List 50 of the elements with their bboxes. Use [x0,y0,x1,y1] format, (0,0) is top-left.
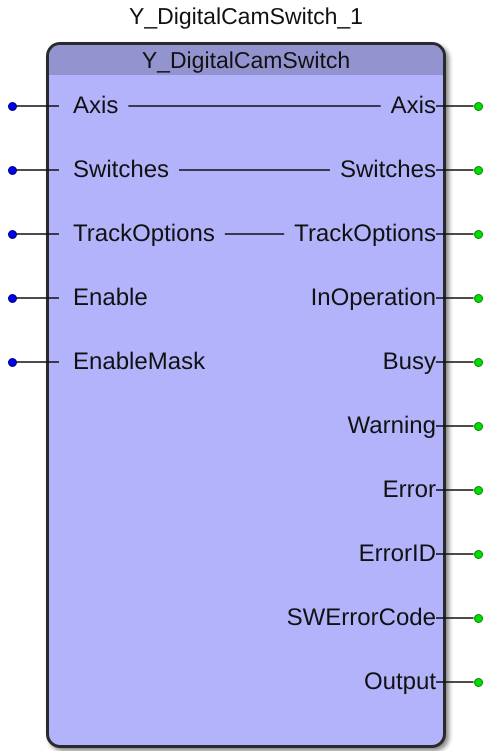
connector-line [436,105,474,107]
connector-line [16,233,59,235]
input-pin-label: EnableMask [59,348,206,376]
output-connector-dot [474,230,482,238]
connector-line [436,233,474,235]
output-pin-label: Output [364,668,436,696]
input-connector-dot [8,102,16,110]
input-pin-label: Axis [59,92,118,120]
input-pin-label: Enable [59,284,148,312]
output-pin-label: Switches [340,156,436,184]
output-connector-dot [474,294,482,302]
output-pin-label: Warning [348,412,436,440]
output-connector-dot [474,550,482,558]
input-pin-label: TrackOptions [59,220,215,248]
output-pin-label: Error [382,476,436,504]
input-connector-dot [8,166,16,174]
connector-line [436,169,474,171]
input-pin-label: Switches [59,156,170,184]
connector-line [16,169,59,171]
input-connector-dot [8,294,16,302]
output-pin-label: Busy [382,348,436,376]
output-pin-label: TrackOptions [294,220,436,248]
output-pin-label: SWErrorCode [286,604,436,632]
connector-line [224,233,284,235]
input-connector-dot [8,230,16,238]
output-connector-dot [474,678,482,686]
output-connector-dot [474,358,482,366]
connector-line [436,425,474,427]
connector-line [436,489,474,491]
output-pin-label: InOperation [310,284,436,312]
connector-line [179,169,330,171]
connector-line [16,105,59,107]
output-connector-dot [474,614,482,622]
output-pin-label: Axis [390,92,436,120]
input-connector-dot [8,358,16,366]
connector-line [436,681,474,683]
connector-line [436,297,474,299]
instance-name: Y_DigitalCamSwitch_1 [128,3,364,30]
output-connector-dot [474,102,482,110]
connector-line [436,361,474,363]
connector-line [16,297,59,299]
output-connector-dot [474,422,482,430]
output-connector-dot [474,486,482,494]
connector-line [16,361,59,363]
connector-line [436,617,474,619]
output-connector-dot [474,166,482,174]
block-type-header: Y_DigitalCamSwitch [49,45,443,75]
output-pin-label: ErrorID [358,540,436,568]
connector-line [436,553,474,555]
connector-line [128,105,381,107]
